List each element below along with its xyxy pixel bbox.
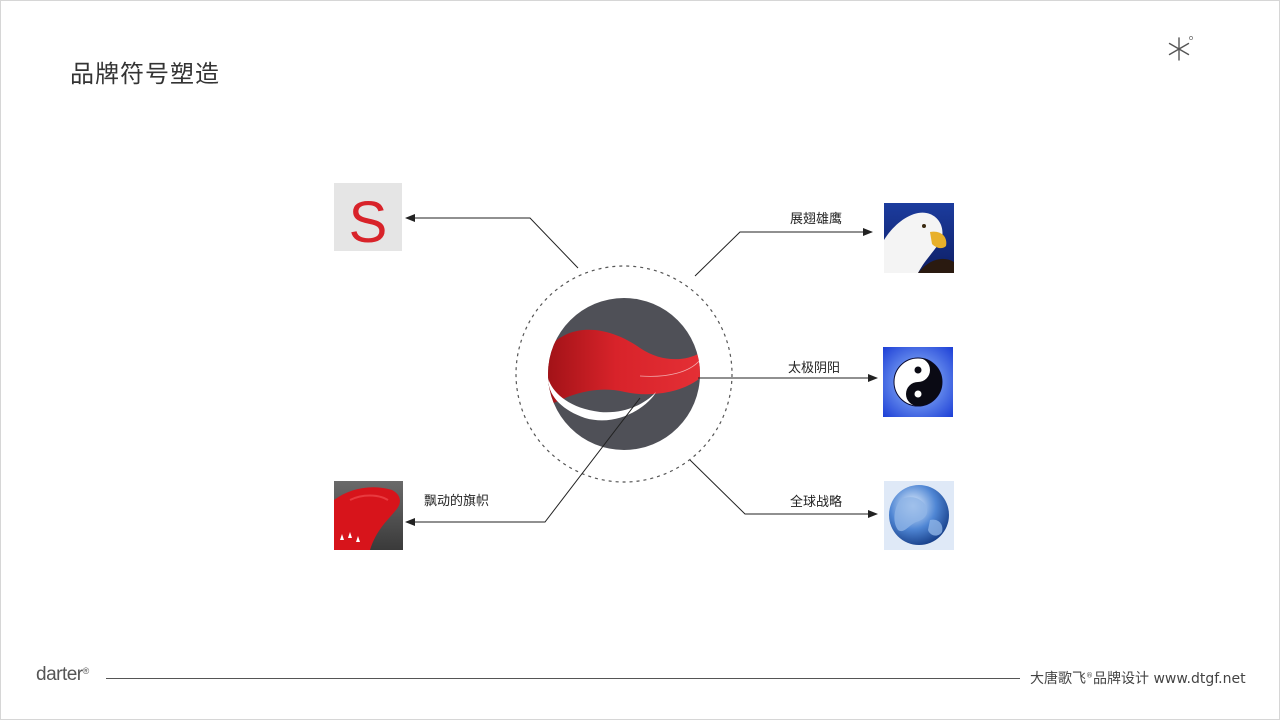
footer-company-name: 大唐歌飞 bbox=[1030, 671, 1086, 687]
label-flag: 飘动的旗帜 bbox=[424, 493, 489, 509]
footer-divider bbox=[106, 678, 1020, 679]
s-ribbon-logo-icon bbox=[548, 298, 700, 450]
center-dashed-ring bbox=[515, 265, 733, 483]
footer-company-mark: ® bbox=[1086, 671, 1093, 680]
yin-yang-icon bbox=[883, 347, 953, 417]
footer-company-tail: 品牌设计 bbox=[1093, 671, 1149, 687]
asterisk-logo-icon bbox=[1168, 36, 1193, 61]
footer-brand-mark: ® bbox=[82, 666, 90, 676]
label-eagle: 展翅雄鹰 bbox=[790, 211, 842, 227]
footer-brand-name: darter bbox=[36, 664, 83, 685]
red-flag-icon bbox=[334, 481, 403, 550]
connector-eagle bbox=[694, 228, 873, 277]
connector-globe bbox=[689, 459, 878, 518]
footer-company: 大唐歌飞®品牌设计 www.dtgf.net bbox=[1030, 668, 1246, 688]
connector-letter-s bbox=[405, 214, 579, 269]
letter-s-icon: S bbox=[334, 183, 402, 255]
page-title: 品牌符号塑造 bbox=[70, 60, 220, 88]
eagle-icon bbox=[884, 203, 954, 273]
letter-s-glyph: S bbox=[349, 190, 388, 255]
label-taiji: 太极阴阳 bbox=[788, 361, 840, 376]
label-globe: 全球战略 bbox=[790, 494, 842, 510]
footer-website[interactable]: www.dtgf.net bbox=[1153, 671, 1246, 687]
connector-flag bbox=[405, 397, 641, 526]
footer-brand-logo: darter® bbox=[36, 664, 89, 686]
globe-icon bbox=[884, 481, 954, 550]
